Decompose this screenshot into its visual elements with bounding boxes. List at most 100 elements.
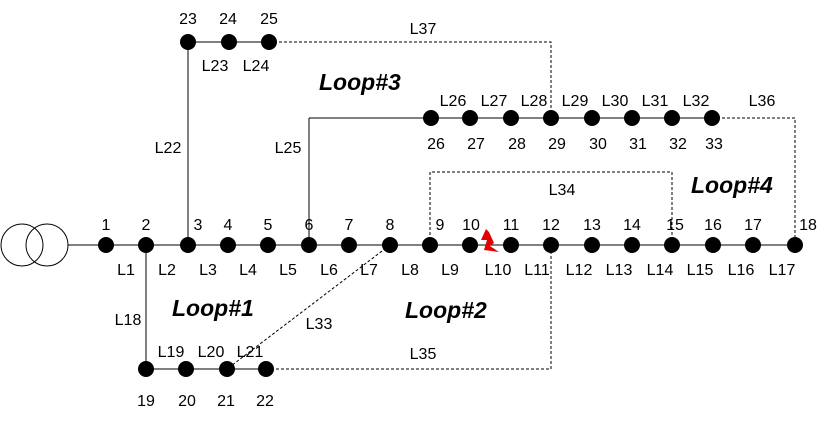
tie-line-l34: [429, 171, 673, 245]
fault-lightning-icon: [481, 229, 499, 252]
bus-node: [664, 237, 680, 253]
bus-node: [220, 237, 236, 253]
bus-number-label: 3: [194, 217, 203, 234]
bus-number-label: 6: [305, 217, 314, 234]
branch-label: L19: [158, 344, 185, 361]
bus-number-label: 22: [256, 393, 274, 410]
branch-label: L1: [117, 262, 135, 279]
bus-node: [138, 237, 154, 253]
branch-label: L18: [115, 312, 142, 329]
bus-nodes: [98, 34, 803, 377]
bus-node: [543, 110, 559, 126]
bus-node: [745, 237, 761, 253]
bus-node: [98, 237, 114, 253]
loop-label: Loop#1: [172, 295, 254, 321]
bus-node: [180, 237, 196, 253]
bus-number-label: 16: [704, 217, 722, 234]
bus-number-label: 32: [669, 136, 687, 153]
branch-label: L4: [239, 262, 257, 279]
bus-number-label: 19: [137, 393, 155, 410]
bus-number-label: 1: [102, 217, 111, 234]
loop-label: Loop#2: [405, 297, 487, 323]
bus-node: [180, 34, 196, 50]
branch-label: L3: [199, 262, 217, 279]
bus-number-label: 31: [629, 136, 647, 153]
transformer-icon: [0, 223, 69, 267]
bus-number-label: 28: [508, 136, 526, 153]
bus-number-label: 33: [705, 136, 723, 153]
tie-line-l37: [269, 41, 552, 118]
branch-label: L21: [237, 344, 264, 361]
bus-number-label: 17: [744, 217, 762, 234]
branch-label: L26: [440, 93, 467, 110]
branch-label: L16: [728, 262, 755, 279]
bus-node: [704, 110, 720, 126]
branch-label: L12: [566, 262, 593, 279]
branch-label: L34: [549, 182, 576, 199]
bus-number-label: 11: [503, 217, 520, 234]
bus-number-label: 15: [666, 217, 684, 234]
bus-number-label: 12: [542, 217, 560, 234]
tie-line-l33: [226, 244, 391, 370]
bus-number-label: 2: [142, 217, 151, 234]
branch-label: L14: [647, 262, 674, 279]
branch-label: L28: [521, 93, 548, 110]
bus-node: [178, 361, 194, 377]
bus-node: [584, 237, 600, 253]
bus-node: [258, 361, 274, 377]
bus-number-label: 7: [345, 217, 354, 234]
bus-number-label: 18: [799, 217, 817, 234]
bus-number-label: 14: [623, 217, 641, 234]
branch-label: L6: [320, 262, 338, 279]
branch-label: L9: [441, 262, 459, 279]
bus-number-label: 25: [260, 11, 278, 28]
branch-label: L15: [687, 262, 714, 279]
bus-number-label: 8: [386, 217, 395, 234]
branch-label: L36: [749, 93, 776, 110]
bus-number-label: 24: [219, 11, 237, 28]
bus-node: [462, 110, 478, 126]
tie-line-l36: [712, 117, 796, 245]
bus-number-label: 27: [467, 136, 485, 153]
branch-label: L35: [410, 346, 437, 363]
bus-node: [138, 361, 154, 377]
bus-node: [423, 110, 439, 126]
branch-label: L31: [642, 93, 669, 110]
bus-node: [221, 34, 237, 50]
branch-label: L24: [243, 58, 270, 75]
branch-label: L11: [524, 262, 550, 279]
branch-label: L37: [410, 21, 437, 38]
branch-label: L32: [683, 93, 710, 110]
bus-number-label: 13: [583, 217, 601, 234]
branch-label: L23: [202, 58, 229, 75]
bus-node: [261, 34, 277, 50]
branch-labels: L1 L2 L3 L4 L5 L6 L7 L8 L9 L10 L11 L12 L…: [115, 21, 796, 363]
branch-label: L22: [155, 140, 182, 157]
bus-node: [503, 237, 519, 253]
branch-label: L5: [279, 262, 297, 279]
bus-node: [462, 237, 478, 253]
branch-label: L8: [401, 262, 419, 279]
bus-number-label: 9: [436, 217, 445, 234]
bus-number-label: 23: [179, 11, 197, 28]
branch-label: L25: [275, 140, 302, 157]
tie-line-l35: [266, 245, 552, 370]
branch-label: L17: [769, 262, 796, 279]
bus-node: [382, 237, 398, 253]
branch-label: L27: [481, 93, 508, 110]
bus-node: [624, 110, 640, 126]
bus-number-label: 21: [217, 393, 235, 410]
loop-label: Loop#4: [691, 172, 773, 198]
tie-lines: [226, 41, 796, 370]
branch-label: L29: [562, 93, 589, 110]
bus-number-label: 30: [589, 136, 607, 153]
bus-node: [260, 237, 276, 253]
bus-node: [422, 237, 438, 253]
branch-label: L10: [485, 262, 512, 279]
bus-number-label: 10: [462, 217, 480, 234]
bus-node: [624, 237, 640, 253]
bus-node: [584, 110, 600, 126]
bus-number-labels: 1 2 3 4 5 6 7 8 9 10 11 12 13 14 15 16 1…: [102, 11, 817, 410]
bus-number-label: 4: [224, 217, 233, 234]
